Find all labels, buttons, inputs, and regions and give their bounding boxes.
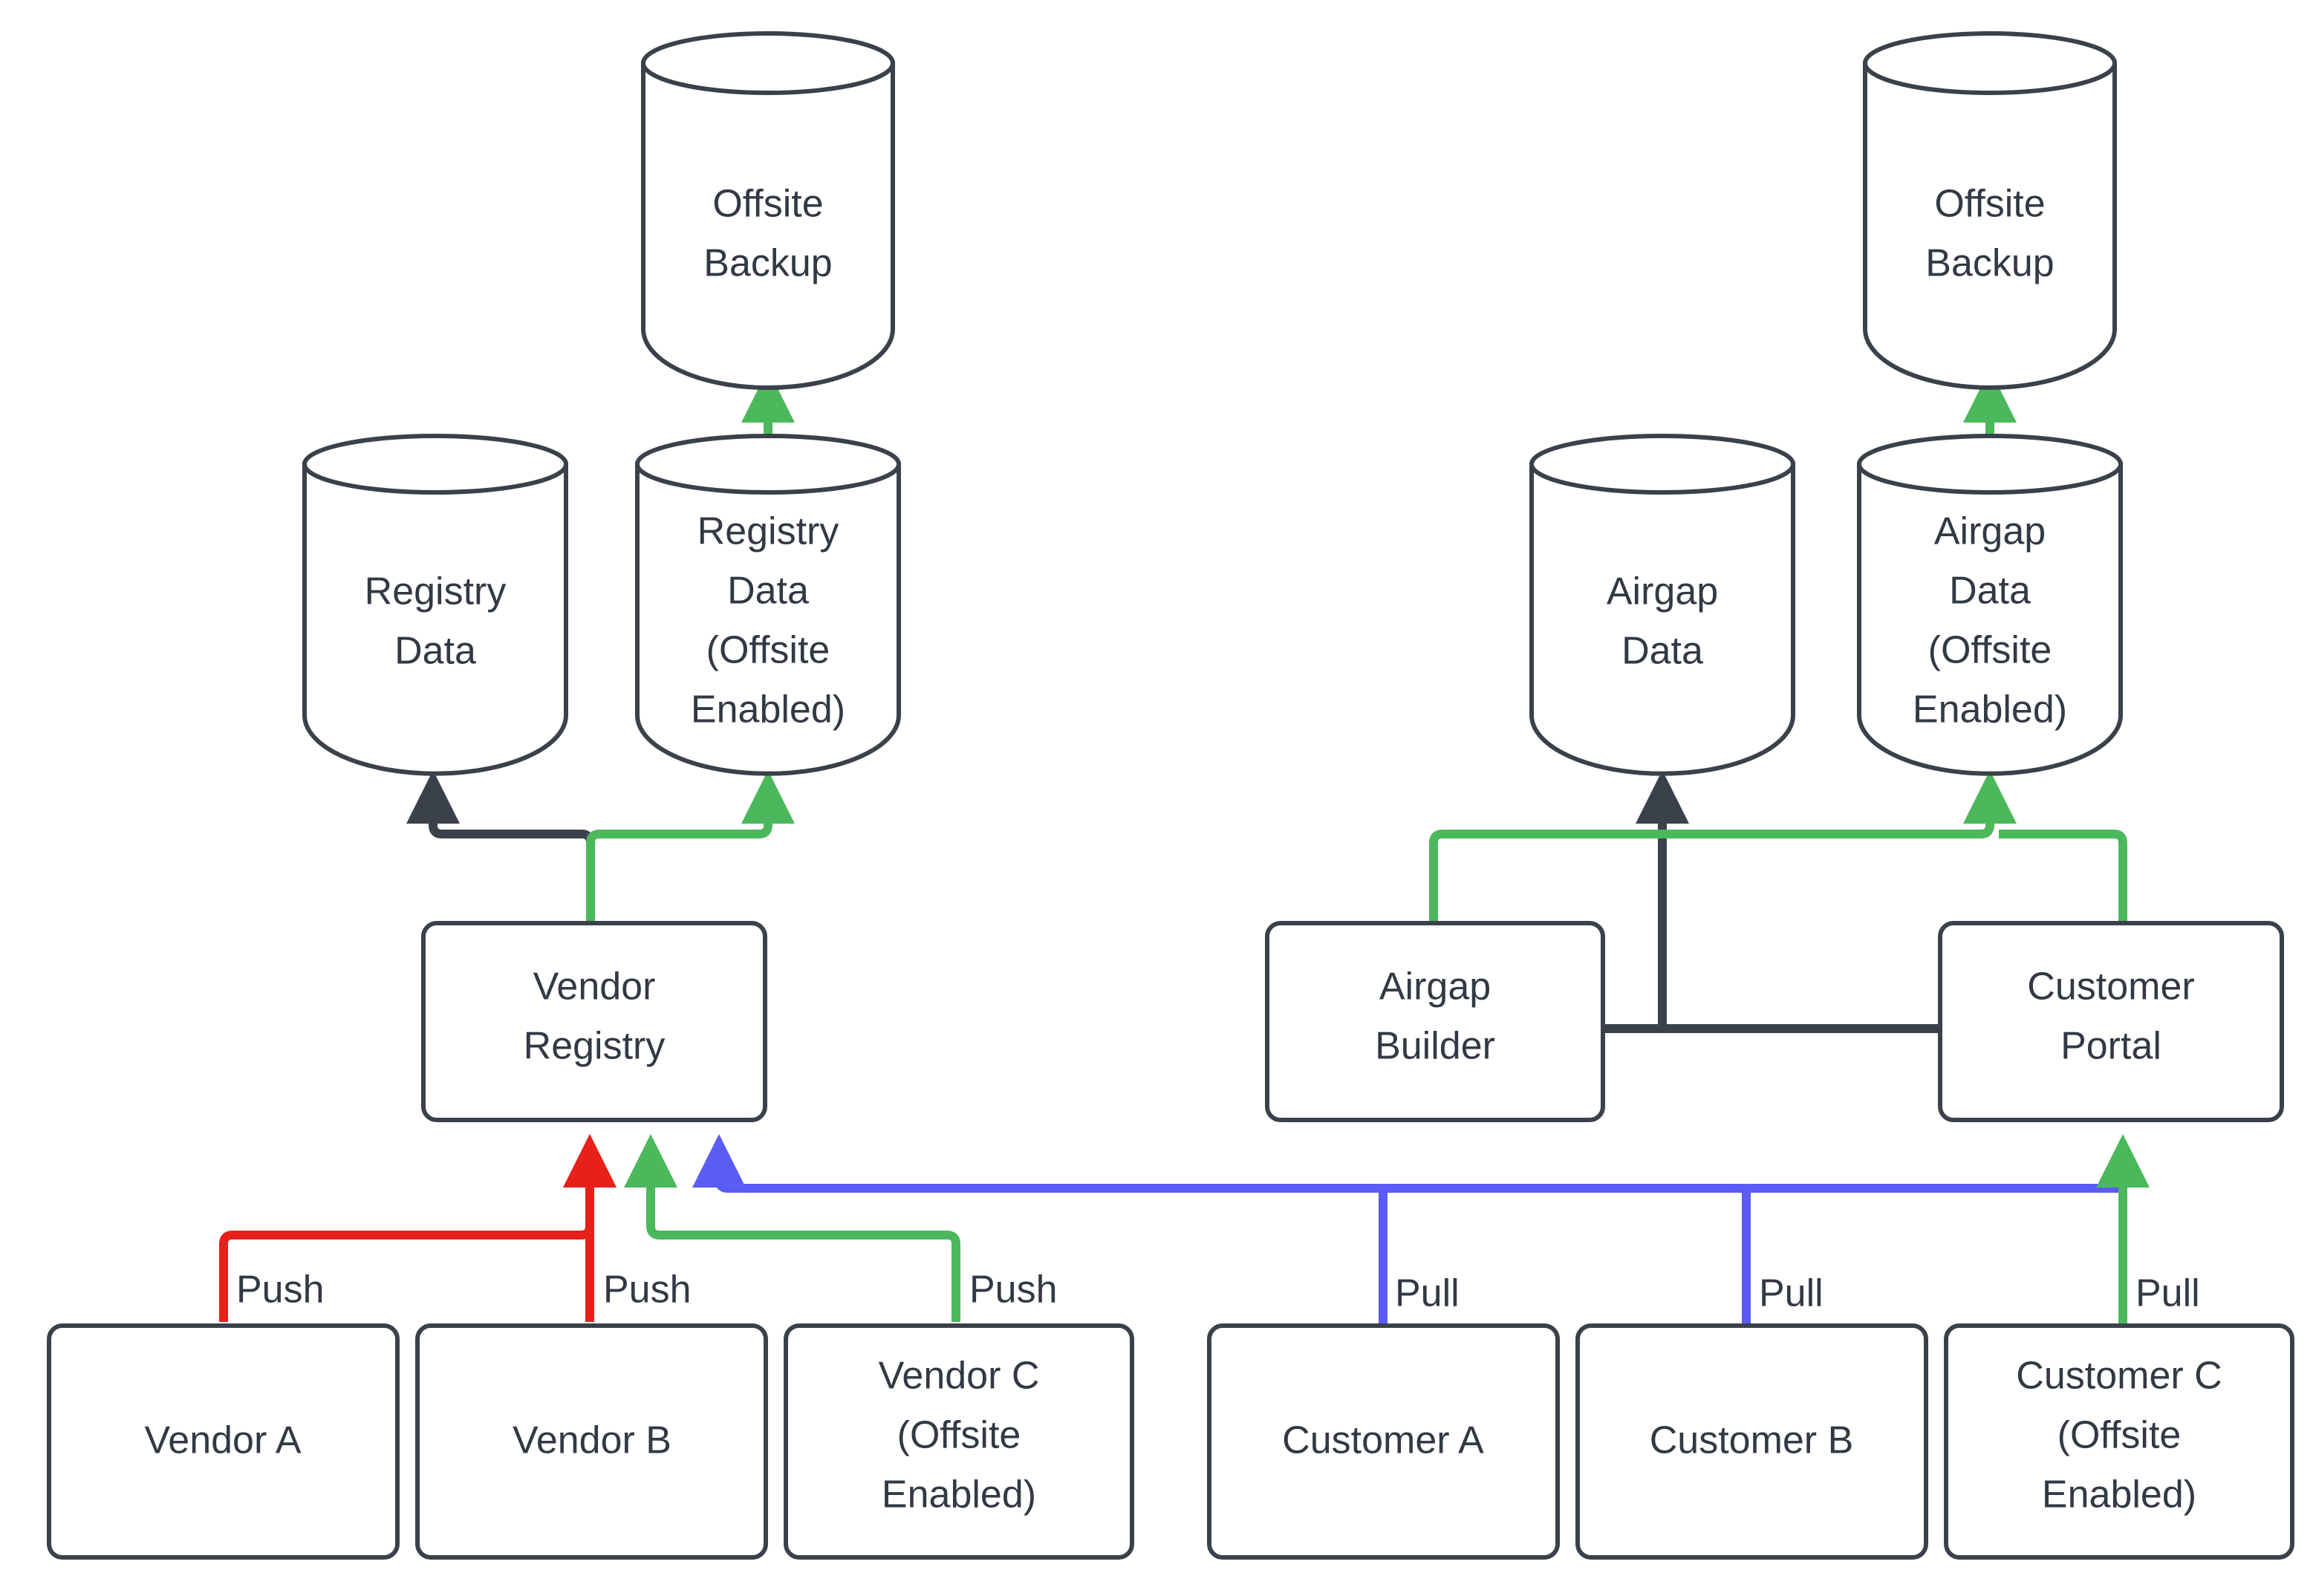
airgap-data-offsite-line4: Enabled) (1913, 688, 2067, 732)
edge-vendor-c-to-vendor-registry (624, 1134, 960, 1322)
node-registry-data-offsite: Registry Data (Offsite Enabled) (635, 434, 901, 776)
edge-label-push-a: Push (236, 1268, 325, 1312)
offsite-backup-right-line2: Backup (1925, 242, 2054, 285)
offsite-backup-left-line2: Backup (703, 242, 832, 285)
edge-label-push-b: Push (603, 1268, 692, 1312)
edge-vendor-registry-to-registry-data (406, 770, 595, 923)
edge-customer-portal-to-airgap-data-offsite (1999, 830, 2127, 923)
airgap-data-line2: Data (1621, 630, 1703, 673)
node-airgap-builder[interactable]: Airgap Builder (1265, 921, 1605, 1122)
edge-vendor-registry-to-registry-data-offsite (586, 770, 795, 923)
node-customer-a[interactable]: Customer A (1207, 1323, 1560, 1560)
airgap-data-offsite-line1: Airgap (1934, 510, 2046, 553)
registry-data-line1: Registry (365, 570, 507, 613)
offsite-backup-left-line1: Offsite (712, 183, 823, 226)
customer-c-line2: (Offsite (2057, 1414, 2182, 1457)
vendor-a-label: Vendor A (144, 1419, 301, 1462)
edge-label-pull-a: Pull (1395, 1272, 1460, 1315)
registry-data-offsite-line3: (Offsite (706, 629, 830, 672)
node-vendor-a[interactable]: Vendor A (47, 1323, 400, 1560)
customer-c-line3: Enabled) (2042, 1473, 2196, 1517)
customer-a-label: Customer A (1282, 1419, 1484, 1462)
node-offsite-backup-left: Offsite Backup (641, 31, 895, 391)
node-customer-c[interactable]: Customer C (Offsite Enabled) (1944, 1323, 2294, 1560)
node-vendor-b[interactable]: Vendor B (415, 1323, 768, 1560)
vendor-registry-line2: Registry (524, 1025, 666, 1068)
vendor-b-label: Vendor B (513, 1419, 671, 1462)
vendor-c-line1: Vendor C (879, 1355, 1040, 1398)
edge-label-push-c: Push (969, 1268, 1058, 1312)
edge-airgap-builder-to-airgap-data-offsite (1429, 770, 2017, 923)
edge-portal-builder-to-airgap-data (1603, 770, 1940, 1033)
vendor-c-line2: (Offsite (897, 1414, 1021, 1457)
customer-c-line1: Customer C (2016, 1355, 2222, 1398)
vendor-c-line3: Enabled) (882, 1473, 1036, 1517)
customer-portal-line2: Portal (2060, 1025, 2161, 1068)
node-vendor-c[interactable]: Vendor C (Offsite Enabled) (784, 1323, 1134, 1560)
edge-label-pull-c: Pull (2135, 1272, 2200, 1315)
registry-data-offsite-line2: Data (727, 570, 809, 613)
edge-label-pull-b: Pull (1759, 1272, 1824, 1315)
node-airgap-data-offsite: Airgap Data (Offsite Enabled) (1857, 434, 2123, 776)
customer-b-label: Customer B (1650, 1419, 1854, 1462)
node-airgap-data: Airgap Data (1529, 434, 1795, 776)
airgap-data-line1: Airgap (1607, 570, 1718, 613)
airgap-data-offsite-line3: (Offsite (1928, 629, 2052, 672)
airgap-builder-line2: Builder (1375, 1025, 1495, 1068)
vendor-registry-line1: Vendor (533, 965, 656, 1009)
airgap-data-offsite-line2: Data (1949, 570, 2031, 613)
node-customer-portal[interactable]: Customer Portal (1938, 921, 2284, 1122)
registry-data-offsite-line1: Registry (697, 510, 839, 553)
registry-data-line2: Data (394, 630, 476, 673)
offsite-backup-right-line1: Offsite (1934, 183, 2045, 226)
node-registry-data: Registry Data (302, 434, 568, 776)
airgap-builder-line1: Airgap (1379, 965, 1491, 1009)
customer-portal-line1: Customer (2027, 965, 2194, 1009)
node-vendor-registry[interactable]: Vendor Registry (421, 921, 767, 1122)
node-offsite-backup-right: Offsite Backup (1863, 31, 2117, 391)
registry-data-offsite-line4: Enabled) (691, 688, 845, 732)
node-customer-b[interactable]: Customer B (1575, 1323, 1928, 1560)
